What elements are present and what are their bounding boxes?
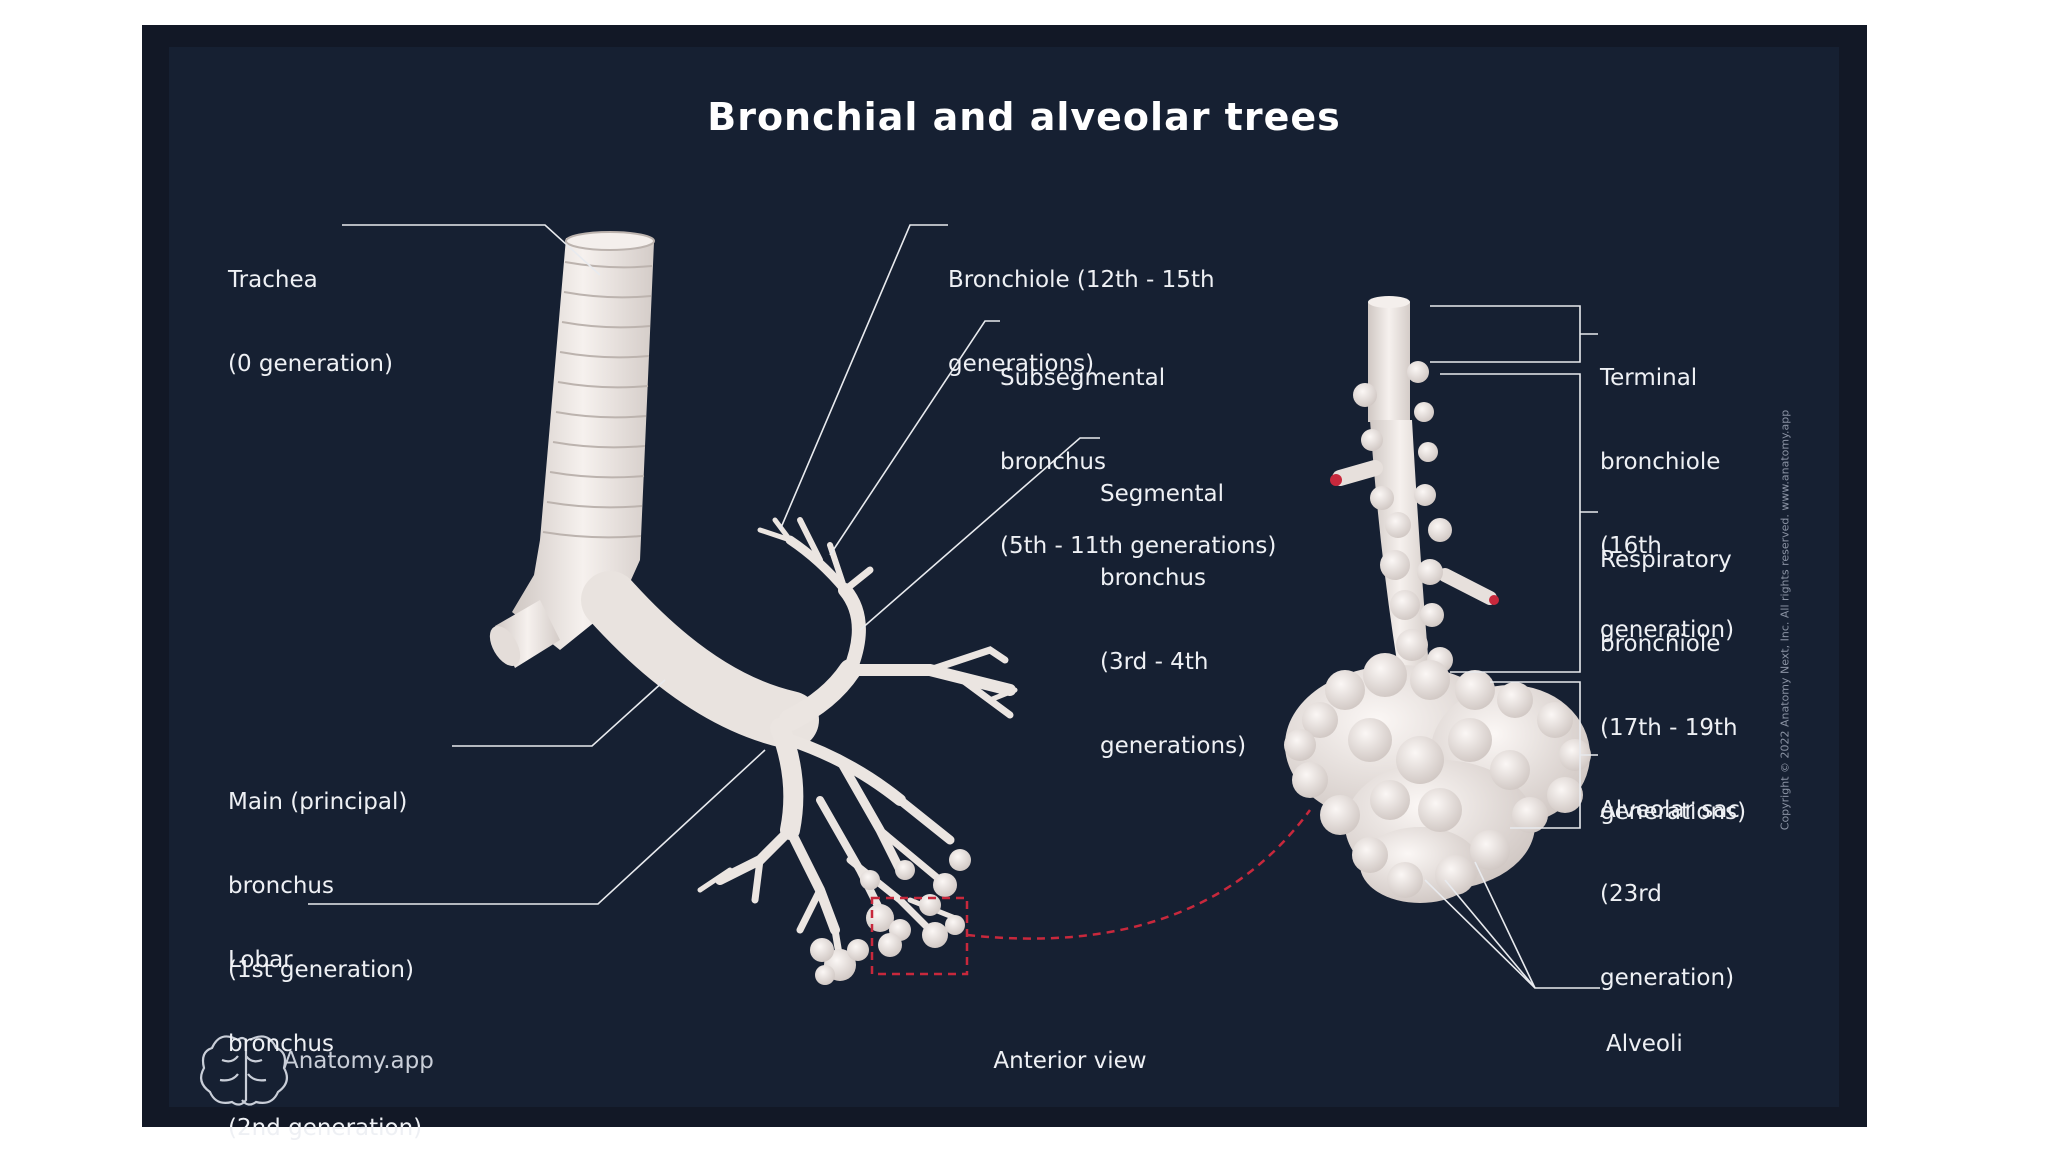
trachea-shape bbox=[489, 231, 655, 668]
alveolar-sac-shape bbox=[1284, 653, 1591, 903]
label-alveolar-sac-line-2: (23rd bbox=[1600, 881, 1662, 907]
label-terminal-line-2: bronchiole bbox=[1600, 449, 1721, 475]
zoom-indicator bbox=[870, 809, 1312, 976]
label-terminal-line-4: generation) bbox=[1600, 617, 1735, 643]
label-respiratory-line-2: bronchiole bbox=[1600, 631, 1721, 657]
view-label: Anterior view bbox=[993, 1048, 1147, 1074]
label-main-bronchus-line-3: (1st generation) bbox=[228, 957, 414, 983]
label-trachea-line-2: (0 generation) bbox=[228, 351, 393, 377]
label-trachea-line-1: Trachea bbox=[228, 267, 318, 293]
label-lobar-bronchus-line-3: (2nd generation) bbox=[228, 1115, 423, 1141]
label-respiratory-bronchiole: Respiratory bronchiole (17th - 19th gene… bbox=[1600, 490, 1746, 854]
copyright-notice: Copyright © 2022 Anatomy Next, Inc. All … bbox=[1770, 340, 1800, 900]
label-respiratory-line-1: Respiratory bbox=[1600, 547, 1732, 573]
label-segmental-line-3: (3rd - 4th bbox=[1100, 649, 1209, 675]
label-subsegmental-bronchus: Subsegmental bronchus (5th - 11th genera… bbox=[1000, 308, 1276, 588]
label-segmental-line-4: generations) bbox=[1100, 733, 1247, 759]
diagram-title: Bronchial and alveolar trees bbox=[707, 95, 1341, 139]
diagram-panel bbox=[169, 47, 1839, 1107]
label-subsegmental-line-1: Subsegmental bbox=[1000, 365, 1166, 391]
label-lobar-bronchus-line-2: bronchus bbox=[228, 1031, 334, 1057]
label-segmental-bronchus: Segmental bronchus (3rd - 4th generation… bbox=[1100, 424, 1246, 788]
label-segmental-line-1: Segmental bbox=[1100, 481, 1224, 507]
label-trachea: Trachea (0 generation) bbox=[228, 210, 393, 406]
label-alveoli-line-1: Alveoli bbox=[1606, 1031, 1683, 1057]
label-terminal-bronchiole: Terminal bronchiole (16th generation) bbox=[1600, 308, 1734, 672]
label-bronchiole: Bronchiole (12th - 15th generations) bbox=[948, 210, 1215, 406]
label-main-bronchus-line-1: Main (principal) bbox=[228, 789, 408, 815]
label-alveolar-sac-line-3: generation) bbox=[1600, 965, 1735, 991]
label-alveolar-sac-line-1: Alveolar sac bbox=[1600, 797, 1740, 823]
label-terminal-line-1: Terminal bbox=[1600, 365, 1698, 391]
label-lobar-bronchus: Lobar bronchus (2nd generation) bbox=[228, 890, 422, 1170]
label-segmental-line-2: bronchus bbox=[1100, 565, 1206, 591]
bronchial-tree-shape bbox=[581, 517, 1018, 964]
leader-lines bbox=[308, 224, 1600, 989]
label-subsegmental-line-2: bronchus bbox=[1000, 449, 1106, 475]
distal-clusters bbox=[810, 849, 971, 985]
label-bronchiole-line-1: Bronchiole (12th - 15th bbox=[948, 267, 1215, 293]
label-bronchiole-line-2: generations) bbox=[948, 351, 1095, 377]
label-lobar-bronchus-line-1: Lobar bbox=[228, 947, 293, 973]
label-subsegmental-line-3: (5th - 11th generations) bbox=[1000, 533, 1277, 559]
brand-name: Anatomy.app bbox=[283, 1048, 434, 1074]
brain-icon bbox=[199, 1035, 289, 1106]
label-respiratory-line-4: generations) bbox=[1600, 799, 1747, 825]
label-main-bronchus: Main (principal) bronchus (1st generatio… bbox=[228, 732, 414, 1012]
copyright-text: Copyright © 2022 Anatomy Next, Inc. All … bbox=[1778, 409, 1792, 831]
label-respiratory-line-3: (17th - 19th bbox=[1600, 715, 1738, 741]
label-alveolar-sac: Alveolar sac (23rd generation) bbox=[1600, 740, 1740, 1020]
label-terminal-line-3: (16th bbox=[1600, 533, 1662, 559]
label-main-bronchus-line-2: bronchus bbox=[228, 873, 334, 899]
label-alveoli: Alveoli bbox=[1606, 974, 1683, 1086]
alveolar-tree-shape bbox=[1284, 296, 1591, 903]
